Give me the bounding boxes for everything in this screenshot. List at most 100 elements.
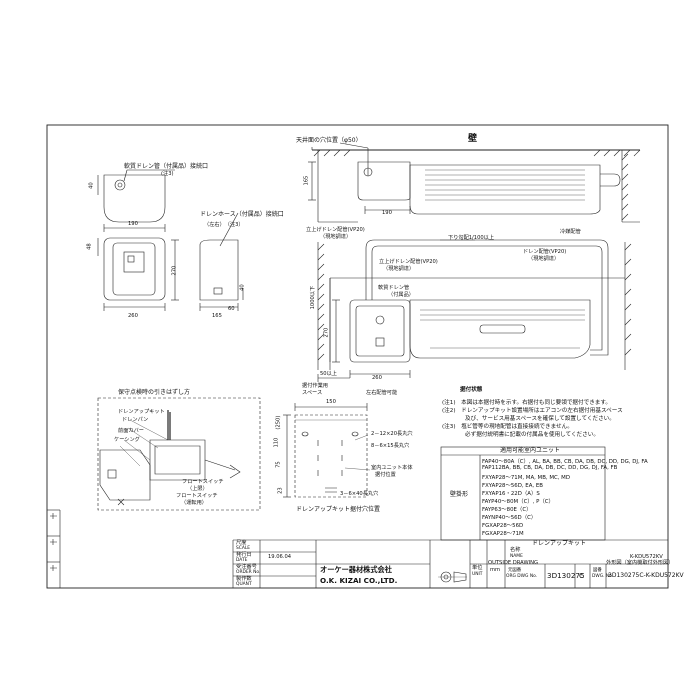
orig-no: 3D130275 bbox=[547, 571, 585, 580]
hole-dim-110: 110 bbox=[273, 437, 280, 448]
model: K-KDU572KV bbox=[630, 554, 663, 560]
note-3: (注3) 塩ビ管等の現地配管は直接接続できません。 bbox=[442, 424, 573, 430]
right-pipe-label: 左右配管可能 bbox=[366, 390, 398, 396]
kit-dim-165: 165 bbox=[212, 313, 222, 319]
kit-dim-260: 260 bbox=[128, 313, 138, 319]
drain-pipe-sub: （現地調達） bbox=[528, 256, 560, 262]
hole-dim-75: 75 bbox=[275, 461, 282, 468]
notes-title: 据付状態 bbox=[460, 387, 483, 393]
table-header: 適用可能室内ユニット bbox=[500, 447, 561, 454]
dim-190: 190 bbox=[128, 221, 138, 227]
top-left-view bbox=[97, 169, 175, 232]
product-name: ドレンアップキット bbox=[532, 540, 587, 547]
dim-40: 40 bbox=[88, 182, 95, 189]
indoor-pos-sub: 据付位置 bbox=[375, 472, 396, 478]
installation-view bbox=[317, 239, 632, 382]
mid-dim-270: 270 bbox=[323, 327, 330, 338]
casing-label: ケーシング bbox=[114, 437, 140, 443]
table-row: FAP40～80A（C）, AL, BA, BB, CB, DA, DB, DC… bbox=[482, 459, 648, 465]
soft-drain-port-label: 軟質ドレン管（付属品）接続口 bbox=[124, 163, 209, 170]
kit-dim-60: 60 bbox=[228, 306, 235, 312]
dim-50: 50以上 bbox=[320, 371, 337, 377]
table-row: FXYAP28～56D, EA, EB bbox=[482, 483, 543, 489]
title-block-lines bbox=[232, 539, 668, 588]
outside-drawing: OUTSIDE DRAWING bbox=[488, 560, 539, 566]
unit-dim-165: 165 bbox=[303, 175, 310, 186]
table-row: FAYP40～80M（C）, P（C） bbox=[482, 499, 554, 505]
install-space-sub: スペース bbox=[302, 390, 323, 396]
table-row: FAP112BA, BB, CB, DA, DB, DC, DD, DG, DJ… bbox=[482, 465, 618, 471]
wall-label: 壁 bbox=[468, 134, 478, 144]
kit-side-view bbox=[199, 212, 244, 311]
unit-en: UNIT bbox=[472, 572, 483, 577]
kit-front-view bbox=[97, 237, 179, 311]
company-jp: オーケー器材株式会社 bbox=[320, 565, 392, 574]
dwg-label: 図番 bbox=[593, 568, 602, 573]
unit-label: 単位 bbox=[472, 565, 483, 571]
wall-section-top bbox=[308, 142, 641, 223]
table-row: FXYAP16・22D（A）S bbox=[482, 491, 540, 497]
table-row: FAYNP40～56D（C） bbox=[482, 515, 537, 521]
slot-3: 3－6×40長丸穴 bbox=[340, 491, 379, 497]
riser-mid-sub: （現地調達） bbox=[383, 266, 415, 272]
revision-column bbox=[47, 509, 61, 588]
table-side-label: 壁掛形 bbox=[450, 491, 469, 498]
scale-en: SCALE bbox=[236, 546, 251, 551]
note-3b: 必ず据付説明書に記載の付属品を使用してください。 bbox=[465, 432, 599, 438]
orig-label: 元図番 bbox=[508, 568, 522, 573]
hole-dim-250: (250) bbox=[275, 415, 282, 430]
float-switch-1: フロートスイッチ bbox=[182, 479, 224, 485]
riser-left-label: 立上げドレン配管(VP20) bbox=[306, 227, 365, 233]
mid-dim-260: 260 bbox=[372, 375, 382, 381]
note-2: (注2) ドレンアップキット設置場所はエアコンの左右据付用基スペース bbox=[442, 408, 623, 414]
install-space: 据付作業用 bbox=[302, 383, 328, 389]
scale-label: 尺度 bbox=[236, 540, 247, 546]
kit-part-label: ドレンアップキット bbox=[118, 409, 165, 415]
maintenance-title: 保守点検時の引きはずし方 bbox=[118, 389, 191, 396]
date-value: 19.06.04 bbox=[268, 554, 292, 560]
date-en: DATE bbox=[236, 558, 248, 563]
maintenance-box bbox=[97, 397, 261, 511]
note-ref: (注3) bbox=[161, 171, 174, 177]
float-switch-sub2: （運転用） bbox=[181, 500, 207, 506]
kit-dim-40: 40 bbox=[239, 284, 246, 291]
slot-1: 2－12×20長丸穴 bbox=[371, 431, 413, 437]
indoor-pos: 室内ユニット本体 bbox=[371, 465, 413, 471]
ceiling-hole-label: 天井面の穴位置（φ50） bbox=[296, 137, 362, 144]
dwg-no: 3D130275C-K-KDU572KV bbox=[608, 572, 684, 579]
soft-drain-label: 軟質ドレン管 bbox=[378, 285, 410, 291]
note-1: (注1) 本図は本据付時を示す。右据付も同じ要領で据付できます。 bbox=[442, 400, 612, 406]
kit-dim-270: 270 bbox=[171, 265, 178, 276]
table-row: FGXAP28～56D bbox=[482, 523, 524, 529]
table-row: FXYAP28～71M, MA, MB, MC, MD bbox=[482, 475, 570, 481]
name-en: NAME bbox=[510, 554, 523, 559]
hole-dim-150: 150 bbox=[326, 399, 336, 405]
dim-48: 48 bbox=[86, 243, 93, 250]
soft-drain-sub: （付属品） bbox=[388, 292, 414, 298]
table-row: FAYP63～80E（C） bbox=[482, 507, 532, 513]
date-label: 発行日 bbox=[236, 552, 252, 558]
hole-dim-23: 23 bbox=[277, 487, 284, 494]
float-switch-sub: （上限） bbox=[187, 486, 208, 492]
order-en: ORDER No. bbox=[236, 570, 261, 575]
order-label: 受注番号 bbox=[236, 564, 257, 570]
drain-pan-label: ドレンパン bbox=[122, 417, 149, 423]
unit-value: mm bbox=[490, 567, 501, 573]
drawing-type: 外形図（室内機取付外形図） bbox=[606, 560, 674, 566]
qty-label: 製作数 bbox=[236, 576, 252, 582]
qty-en: QUANT bbox=[236, 582, 252, 587]
slope-label: 下り勾配1/100以上 bbox=[448, 235, 495, 241]
orig-en: ORG DWG No. bbox=[506, 574, 538, 579]
dwg-en: DWG. No bbox=[592, 574, 612, 579]
height-limit: 1000以下 bbox=[310, 285, 317, 310]
riser-left-sub: （現地調達） bbox=[320, 234, 352, 240]
hose-port-label: ドレンホース（付属品）接続口 bbox=[200, 211, 284, 218]
name-label: 名称 bbox=[510, 547, 521, 553]
rev: C bbox=[579, 571, 585, 580]
hose-sides-label: （左右） （注3） bbox=[204, 222, 244, 228]
sheet-border bbox=[46, 124, 669, 589]
hole-position-view bbox=[283, 403, 371, 498]
note-2b: 及び、サービス用基スペースを確保して設置してください。 bbox=[465, 416, 615, 422]
